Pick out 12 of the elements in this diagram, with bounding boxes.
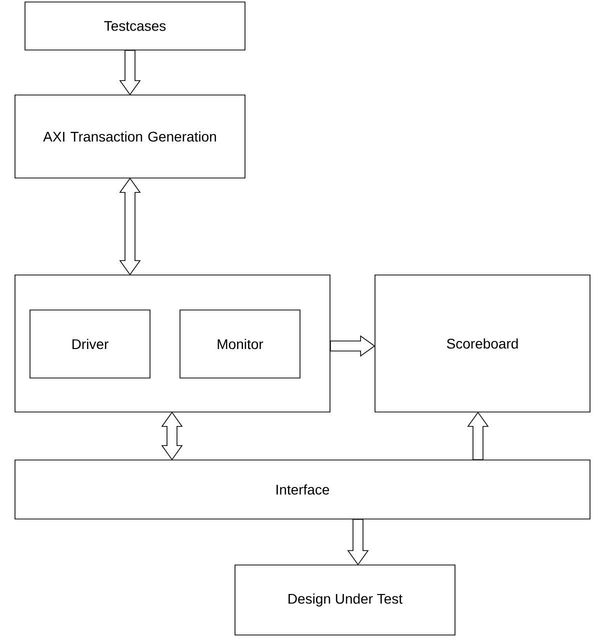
process-box: Design Under Test bbox=[234, 564, 456, 636]
hollow-arrow bbox=[347, 519, 369, 566]
process-box: Interface bbox=[14, 460, 590, 520]
hollow-arrow bbox=[119, 50, 141, 96]
container-box bbox=[14, 274, 330, 412]
process-box: Monitor bbox=[180, 310, 300, 378]
hollow-arrow bbox=[467, 412, 489, 460]
process-box: AXI Transaction Generation bbox=[14, 94, 246, 178]
process-box: Driver bbox=[30, 310, 150, 378]
process-box: Testcases bbox=[24, 2, 246, 50]
process-box: Scoreboard bbox=[374, 274, 590, 412]
hollow-arrow bbox=[330, 335, 376, 357]
